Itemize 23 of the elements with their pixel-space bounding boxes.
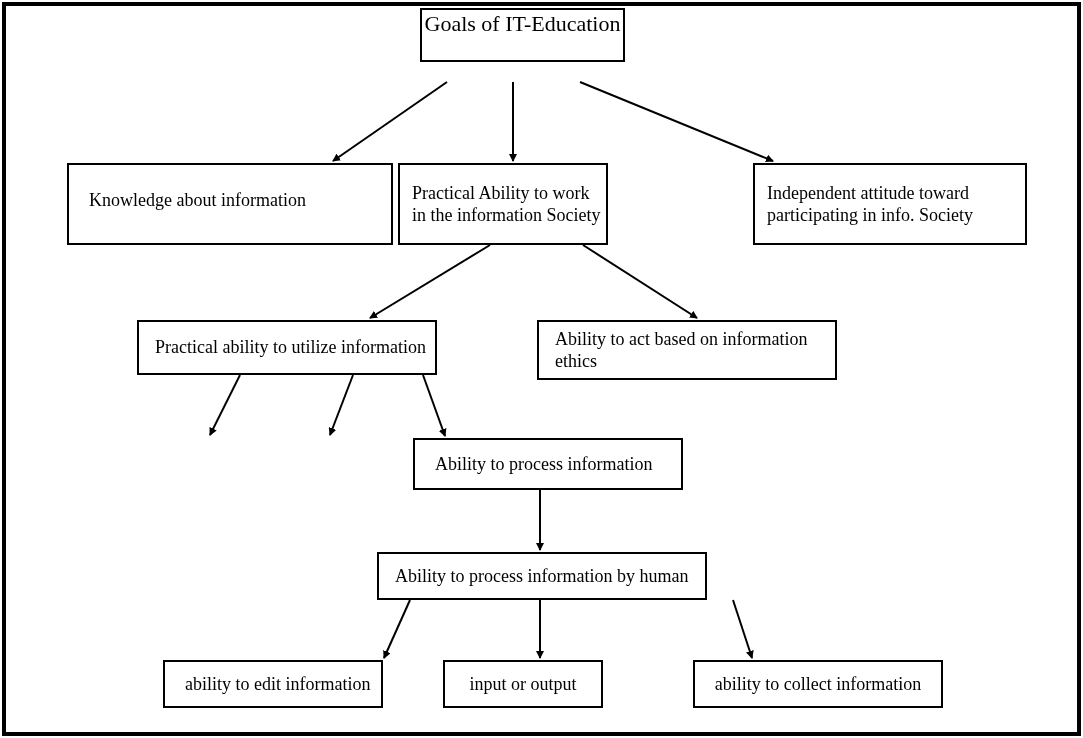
text-box: Practical ability to utilize information (137, 320, 437, 375)
text-box: Ability to act based on information ethics (537, 320, 837, 380)
arrow (536, 489, 544, 551)
arrow (509, 81, 517, 162)
arrow (732, 599, 754, 659)
arrow (209, 374, 241, 436)
text-box: Independent attitude toward participating in info. Society (753, 163, 1027, 245)
arrow (579, 81, 774, 163)
text-box: Practical Ability to work in the information Society (398, 163, 608, 245)
arrow (536, 599, 544, 659)
arrow (422, 374, 447, 437)
text-box: Goals of IT-Education (420, 8, 625, 62)
text-box: Knowledge about information (67, 163, 393, 245)
text-box: Ability to process information (413, 438, 683, 490)
text-box: ability to collect information (693, 660, 943, 708)
arrow (383, 599, 411, 659)
text-box: ability to edit information (163, 660, 383, 708)
arrow (582, 244, 698, 319)
arrow (328, 374, 354, 436)
text-box: Ability to process information by human (377, 552, 707, 600)
arrow (332, 81, 448, 162)
arrow (369, 244, 491, 319)
text-box: input or output (443, 660, 603, 708)
